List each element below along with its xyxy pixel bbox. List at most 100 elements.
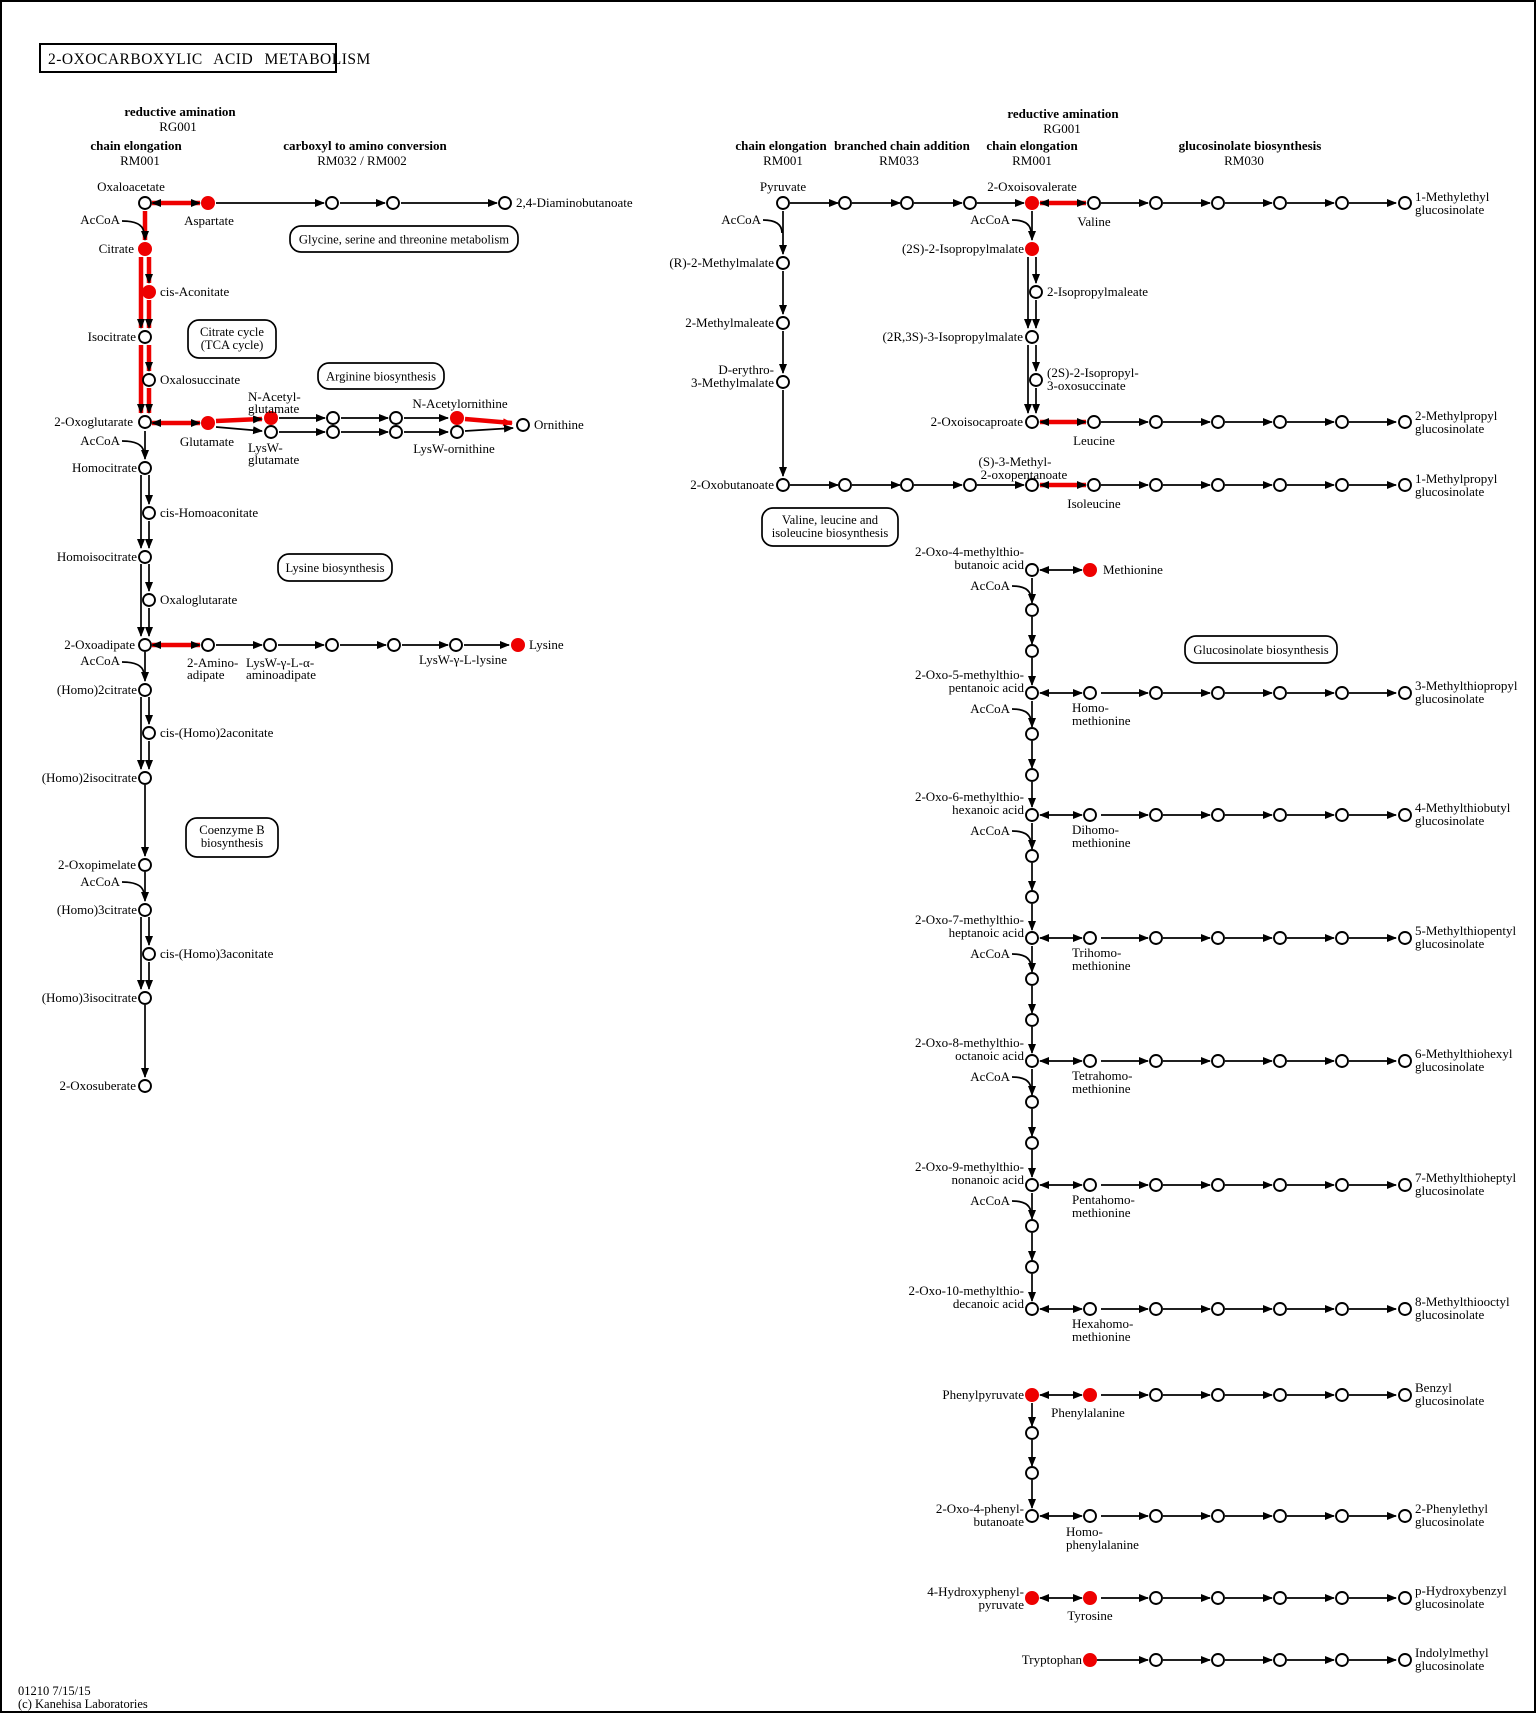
compound-node[interactable] xyxy=(1149,1178,1163,1192)
compound-node[interactable] xyxy=(1335,1054,1349,1068)
compound-node[interactable] xyxy=(389,411,403,425)
compound-node[interactable] xyxy=(1149,808,1163,822)
compound-node-lysine[interactable] xyxy=(511,638,525,652)
compound-node-homo-3citrate[interactable] xyxy=(138,903,152,917)
compound-node-2-oxobutanoate[interactable] xyxy=(776,478,790,492)
compound-node-n-acetylornithine[interactable] xyxy=(450,411,464,425)
compound-node[interactable] xyxy=(1149,931,1163,945)
compound-node-methionine[interactable] xyxy=(1083,563,1097,577)
compound-node-2-oxo-9-methylthiononanoic-acid[interactable] xyxy=(1025,1178,1039,1192)
compound-node[interactable] xyxy=(1273,1591,1287,1605)
pathway-link-box-arginine-biosynthesis[interactable] xyxy=(317,362,445,390)
pathway-link-box-lysine-biosynthesis[interactable] xyxy=(277,553,393,582)
compound-node[interactable] xyxy=(1149,1054,1163,1068)
compound-node-trihomomethionine[interactable] xyxy=(1083,931,1097,945)
compound-node-tyrosine[interactable] xyxy=(1083,1591,1097,1605)
compound-node-lysw-ornithine[interactable] xyxy=(450,425,464,439)
compound-node[interactable] xyxy=(1149,415,1163,429)
compound-node[interactable] xyxy=(1025,603,1039,617)
compound-node[interactable] xyxy=(1025,1466,1039,1480)
compound-node-aspartate[interactable] xyxy=(201,196,215,210)
compound-node[interactable] xyxy=(1335,1509,1349,1523)
compound-node[interactable] xyxy=(1273,1054,1287,1068)
compound-node[interactable] xyxy=(1211,1591,1225,1605)
compound-node[interactable] xyxy=(1211,1054,1225,1068)
compound-node[interactable] xyxy=(1335,1388,1349,1402)
compound-node[interactable] xyxy=(1335,1591,1349,1605)
compound-node[interactable] xyxy=(1211,1302,1225,1316)
compound-node[interactable] xyxy=(1149,1302,1163,1316)
compound-node-phenylpyruvate[interactable] xyxy=(1025,1388,1039,1402)
compound-node[interactable] xyxy=(1025,1095,1039,1109)
compound-node-6-methylthiohexyl-glucosinolate[interactable] xyxy=(1398,1054,1412,1068)
compound-node[interactable] xyxy=(1335,415,1349,429)
compound-node[interactable] xyxy=(1211,1653,1225,1667)
compound-node-2-oxopimelate[interactable] xyxy=(138,858,152,872)
compound-node[interactable] xyxy=(387,638,401,652)
compound-node-2-oxo-10-methylthiodecanoic-acid[interactable] xyxy=(1025,1302,1039,1316)
compound-node[interactable] xyxy=(1335,931,1349,945)
compound-node-1-methylpropyl-glucosinolate[interactable] xyxy=(1398,478,1412,492)
compound-node-indolylmethyl-glucosinolate[interactable] xyxy=(1398,1653,1412,1667)
compound-node-2r-3s-3-isopropylmalate[interactable] xyxy=(1025,330,1039,344)
compound-node-leucine[interactable] xyxy=(1087,415,1101,429)
compound-node-2-oxo-6-methylthiohexanoic-acid[interactable] xyxy=(1025,808,1039,822)
compound-node-homo-2isocitrate[interactable] xyxy=(138,771,152,785)
compound-node[interactable] xyxy=(1149,1591,1163,1605)
compound-node[interactable] xyxy=(1335,1653,1349,1667)
compound-node[interactable] xyxy=(1025,972,1039,986)
pathway-link-box-citrate-cycle-tca-cycle[interactable] xyxy=(187,319,277,359)
compound-node[interactable] xyxy=(386,196,400,210)
compound-node-1-methylethyl-glucosinolate[interactable] xyxy=(1398,196,1412,210)
compound-node-2-methylpropyl-glucosinolate[interactable] xyxy=(1398,415,1412,429)
compound-node-tetrahomomethionine[interactable] xyxy=(1083,1054,1097,1068)
compound-node-lysw-g-l-a-aminoadipate[interactable] xyxy=(263,638,277,652)
compound-node[interactable] xyxy=(1211,686,1225,700)
compound-node[interactable] xyxy=(1149,196,1163,210)
compound-node-5-methylthiopentyl-glucosinolate[interactable] xyxy=(1398,931,1412,945)
compound-node[interactable] xyxy=(900,478,914,492)
compound-node-pyruvate[interactable] xyxy=(776,196,790,210)
compound-node-oxaloacetate[interactable] xyxy=(138,196,152,210)
compound-node-oxalosuccinate[interactable] xyxy=(142,373,156,387)
compound-node[interactable] xyxy=(1149,1388,1163,1402)
pathway-link-box-glucosinolate-biosynthesis[interactable] xyxy=(1184,635,1338,664)
compound-node-dihomomethionine[interactable] xyxy=(1083,808,1097,822)
compound-node-2-4-diaminobutanoate[interactable] xyxy=(498,196,512,210)
compound-node[interactable] xyxy=(1211,196,1225,210)
compound-node-8-methylthiooctyl-glucosinolate[interactable] xyxy=(1398,1302,1412,1316)
compound-node[interactable] xyxy=(1025,1426,1039,1440)
compound-node[interactable] xyxy=(1025,727,1039,741)
compound-node[interactable] xyxy=(1273,1509,1287,1523)
compound-node[interactable] xyxy=(325,196,339,210)
compound-node[interactable] xyxy=(900,196,914,210)
compound-node[interactable] xyxy=(1273,931,1287,945)
compound-node[interactable] xyxy=(1149,1509,1163,1523)
compound-node[interactable] xyxy=(1025,1260,1039,1274)
compound-node-2-oxoadipate[interactable] xyxy=(138,638,152,652)
compound-node[interactable] xyxy=(449,638,463,652)
compound-node-homomethionine[interactable] xyxy=(1083,686,1097,700)
compound-node-2-oxo-7-methylthioheptanoic-acid[interactable] xyxy=(1025,931,1039,945)
compound-node[interactable] xyxy=(1273,1653,1287,1667)
compound-node[interactable] xyxy=(1335,686,1349,700)
compound-node-2-oxo-4-phenylbutanoate[interactable] xyxy=(1025,1509,1039,1523)
compound-node-homophenylalanine[interactable] xyxy=(1083,1509,1097,1523)
compound-node-cis-homo-2aconitate[interactable] xyxy=(142,726,156,740)
compound-node[interactable] xyxy=(1335,196,1349,210)
compound-node[interactable] xyxy=(1211,1388,1225,1402)
compound-node[interactable] xyxy=(1149,686,1163,700)
compound-node-2s-2-isopropylmalate[interactable] xyxy=(1025,242,1039,256)
compound-node[interactable] xyxy=(1335,808,1349,822)
compound-node[interactable] xyxy=(838,478,852,492)
compound-node-2-phenylethyl-glucosinolate[interactable] xyxy=(1398,1509,1412,1523)
compound-node[interactable] xyxy=(1211,1178,1225,1192)
compound-node[interactable] xyxy=(1273,478,1287,492)
pathway-link-box-valine-leucine-and-isoleucine-biosynthesis[interactable] xyxy=(761,507,899,547)
compound-node[interactable] xyxy=(1025,768,1039,782)
compound-node-isoleucine[interactable] xyxy=(1087,478,1101,492)
compound-node[interactable] xyxy=(1025,1219,1039,1233)
compound-node[interactable] xyxy=(1025,849,1039,863)
pathway-link-box-coenzyme-b-biosynthesis[interactable] xyxy=(185,817,279,858)
compound-node-oxaloglutarate[interactable] xyxy=(142,593,156,607)
